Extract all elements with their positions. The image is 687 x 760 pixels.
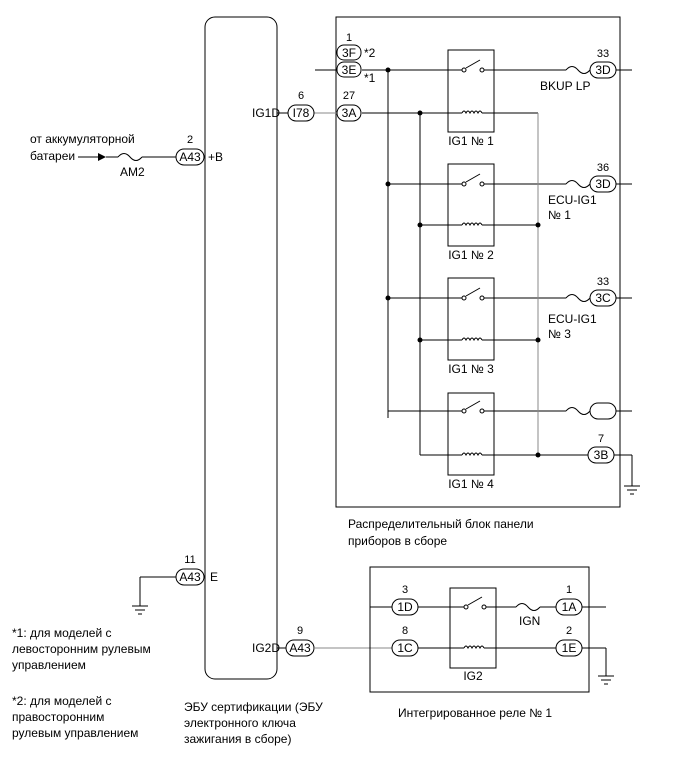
output1-connector-label: 3D	[595, 63, 611, 77]
connector-blank	[589, 402, 617, 420]
output3-connector-label: 3C	[595, 291, 611, 305]
connector-3d-ecu	[589, 175, 617, 193]
connector-3e-label: 3E	[342, 63, 357, 77]
fuse-am2-icon	[117, 153, 143, 161]
connector-1d-label: 1D	[397, 600, 413, 614]
relay-ig1-no2-label: IG1 № 2	[448, 248, 494, 262]
connector-1e-label: 1E	[562, 641, 577, 655]
output2-fuse-label-2: № 1	[548, 208, 571, 222]
connector-3f-pin: 1	[346, 32, 352, 44]
ecu-pin-ig2d: IG2D	[252, 641, 280, 655]
junction-block-wiring	[315, 67, 640, 495]
junction-block-label-2: приборов в сборе	[348, 534, 447, 548]
integrated-relay-label: Интегрированное реле № 1	[398, 706, 552, 720]
ecu-label-3: зажигания в сборе)	[184, 732, 291, 746]
ecu-body	[204, 16, 278, 680]
connector-1c	[391, 639, 419, 657]
ecu-label-2: электронного ключа	[184, 716, 296, 730]
ecu-pin-ig1d: IG1D	[252, 106, 280, 120]
connector-3c	[589, 289, 617, 307]
connector-3a-pin: 27	[343, 90, 355, 102]
output2-fuse-label: ECU-IG1	[548, 193, 597, 207]
connector-1e-pin: 2	[566, 625, 572, 637]
connector-3d-bkup	[589, 61, 617, 79]
ecu-label: ЭБУ сертификации (ЭБУ	[184, 700, 323, 714]
output2-pin: 36	[597, 162, 609, 174]
connector-1a	[555, 598, 583, 616]
connector-1a-pin: 1	[566, 584, 572, 596]
note-2-line3: рулевым управлением	[12, 726, 138, 740]
battery-arrow-icon	[98, 153, 106, 161]
connector-a43-b-label: A43	[179, 150, 201, 164]
output2-connector-label: 3D	[595, 177, 611, 191]
note-2: *2: для моделей с	[12, 694, 112, 708]
relay-ig1-no2	[447, 163, 495, 247]
connector-a43-b-pin: 2	[187, 134, 193, 146]
connector-1a-label: 1A	[562, 600, 577, 614]
relay-ig1-no3	[447, 277, 495, 361]
note-marker-2: *2	[364, 46, 376, 60]
junction-block-label: Распределительный блок панели	[348, 517, 534, 531]
connector-a43-ig2d-label: A43	[289, 641, 311, 655]
fuse-ign-label: IGN	[519, 614, 540, 628]
relay-ig1-no4	[447, 392, 495, 476]
connector-3a-label: 3A	[342, 106, 357, 120]
note-1: *1: для моделей с	[12, 626, 112, 640]
connector-3b-label: 3B	[594, 448, 609, 462]
output3-fuse-label: ECU-IG1	[548, 312, 597, 326]
output1-pin: 33	[597, 48, 609, 60]
connector-a43-e-pin: 11	[184, 554, 195, 566]
output1-fuse-label: BKUP LP	[540, 79, 590, 93]
junction-output-connectors	[587, 61, 617, 464]
connector-1c-label: 1C	[397, 641, 413, 655]
integrated-relay-frame	[369, 566, 590, 693]
note-1-line3: управлением	[12, 658, 86, 672]
connector-i78-label: I78	[293, 106, 310, 120]
fuse-ign-icon	[515, 603, 541, 611]
relay-ig1-no3-label: IG1 № 3	[448, 362, 494, 376]
connector-1e	[555, 639, 583, 657]
output3-fuse-label-2: № 3	[548, 327, 571, 341]
fuse-am2-label: AM2	[120, 165, 145, 179]
connector-i78-pin: 6	[298, 90, 304, 102]
note-1-line2: левосторонним рулевым	[12, 642, 151, 656]
connector-a43-b	[175, 148, 205, 166]
connector-3e	[336, 61, 362, 78]
connector-3f	[336, 44, 362, 61]
connector-a43-ig2d-pin: 9	[297, 625, 303, 637]
relay-ig2	[449, 587, 497, 669]
relay-ig1-no4-label: IG1 № 4	[448, 477, 494, 491]
battery-label: от аккумуляторной	[30, 132, 135, 146]
junction-block-frame	[335, 16, 621, 508]
connector-3f-label: 3F	[342, 46, 356, 60]
connector-1d	[391, 598, 419, 616]
connector-3b	[587, 446, 615, 464]
ecu-pin-plus-b: +B	[208, 150, 223, 164]
output3-pin: 33	[597, 276, 609, 288]
note-2-line2: правосторонним	[12, 710, 104, 724]
relay-ig1-no1-label: IG1 № 1	[448, 134, 494, 148]
relay-ig1-no1	[447, 49, 495, 133]
connector-3b-pin: 7	[598, 433, 604, 445]
connector-a43-e-label: A43	[179, 570, 201, 584]
note-marker-1: *1	[364, 71, 376, 85]
connector-1d-pin: 3	[402, 584, 408, 596]
connector-i78	[287, 104, 315, 122]
connector-1c-pin: 8	[402, 625, 408, 637]
junction-fuses	[565, 66, 592, 415]
battery-label-2: батареи	[30, 149, 75, 163]
relay-ig2-label: IG2	[463, 669, 483, 683]
ecu-pin-e: E	[210, 570, 218, 584]
